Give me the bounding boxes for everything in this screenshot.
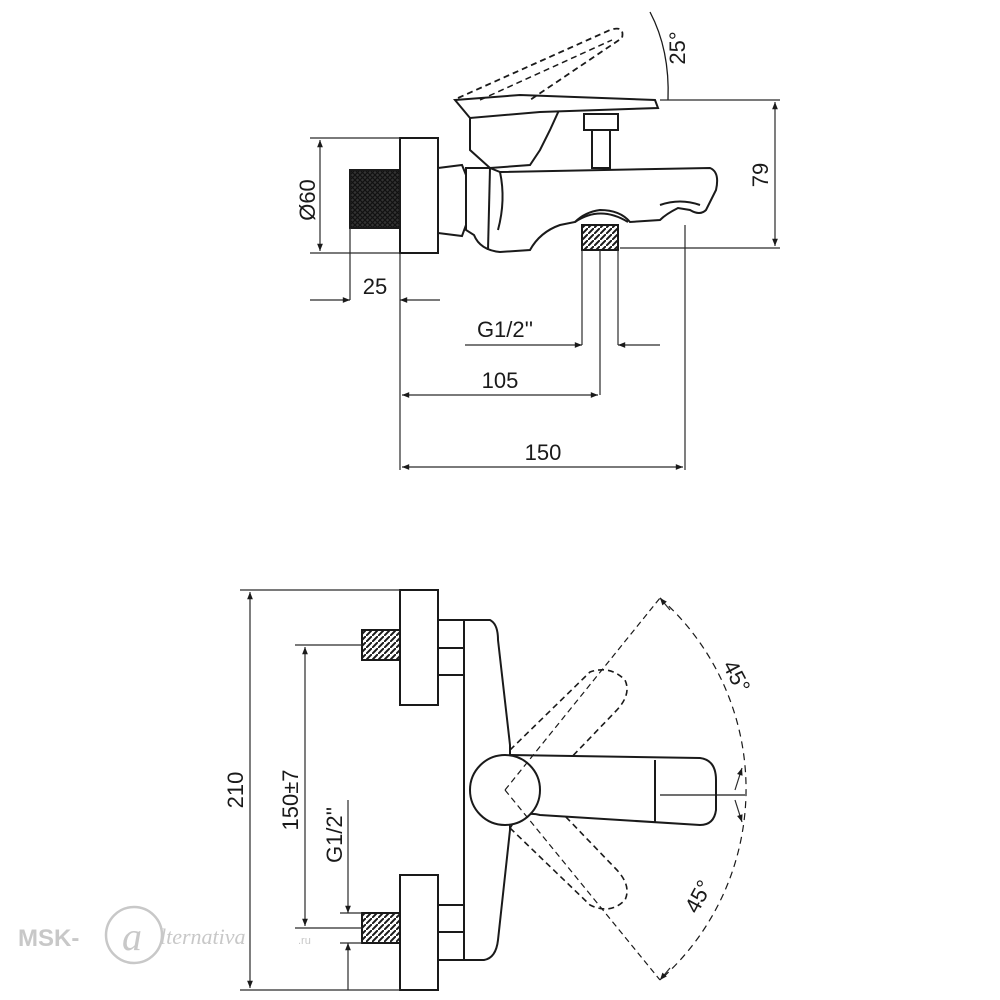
diverter-cap (583, 113, 619, 131)
watermark-logo-icon (104, 905, 164, 965)
label-width-25: 25 (363, 274, 387, 299)
mixer-body (465, 166, 719, 254)
label-thread-front: G1/2'' (322, 807, 347, 863)
spout-outlet (659, 200, 701, 206)
label-diameter-60: Ø60 (295, 179, 320, 221)
wall-thread-knurl (349, 169, 401, 229)
watermark-logo-letter: a (122, 914, 142, 959)
angle-arc-25 (649, 11, 669, 101)
lever-open-dashed (457, 27, 624, 101)
upper-inlet-thread (361, 629, 401, 661)
upper-flange (399, 589, 439, 706)
shower-outlet-thread (581, 224, 619, 251)
diverter-stem (591, 129, 611, 169)
label-angle-25: 25° (665, 31, 690, 64)
front-view-dimensions (240, 589, 743, 991)
connector-nut (437, 163, 467, 238)
label-length-105: 105 (482, 368, 519, 393)
watermark-prefix: MSK- (18, 925, 79, 952)
label-length-150: 150 (525, 440, 562, 465)
label-height-210: 210 (223, 772, 248, 809)
watermark-suffix: .ru (298, 935, 311, 947)
lower-inlet-thread (361, 912, 401, 944)
lower-flange (399, 874, 439, 991)
label-height-79: 79 (748, 163, 773, 187)
lever-dashed-lower (509, 789, 628, 910)
label-angle-upper-45: 45° (718, 656, 756, 697)
watermark-brand: lternativa (160, 924, 246, 949)
front-view (361, 589, 747, 991)
lever-closed (452, 93, 660, 120)
label-spacing-150: 150±7 (278, 769, 303, 830)
angle-arc-45 (659, 597, 747, 981)
wall-flange (399, 137, 439, 254)
watermark: MSK- a lternativa .ru (18, 905, 311, 965)
top-view (349, 11, 719, 254)
label-angle-lower-45: 45° (680, 876, 718, 917)
label-thread-top: G1/2'' (477, 317, 533, 342)
top-view-dimensions (310, 99, 780, 470)
